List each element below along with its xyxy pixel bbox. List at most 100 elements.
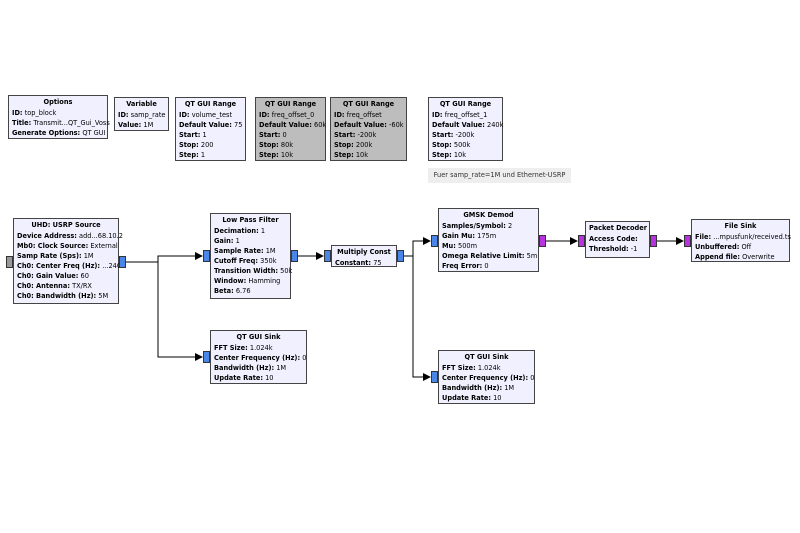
param-key: ID:: [259, 111, 270, 119]
block-param: Value: 1M: [118, 120, 165, 130]
param-value: ...24G: [102, 262, 122, 270]
param-value: freq_offset: [346, 111, 382, 119]
block-param: Samp Rate (Sps): 1M: [17, 251, 115, 261]
param-value: 1M: [143, 121, 154, 129]
block-param: Center Frequency (Hz): 0: [214, 353, 307, 363]
file-sink-input-port[interactable]: [684, 235, 691, 247]
comment-note[interactable]: Fuer samp_rate=1M und Ethernet-USRP: [428, 168, 571, 183]
param-value: 1.024k: [477, 364, 501, 372]
param-key: Samp Rate (Sps):: [17, 252, 82, 260]
param-value: 0: [484, 262, 489, 270]
param-key: Bandwidth (Hz):: [442, 384, 503, 392]
param-key: Step:: [259, 151, 279, 159]
param-key: Device Address:: [17, 232, 77, 240]
multiply-output-port[interactable]: [397, 250, 404, 262]
block-param: Freq Error: 0: [442, 261, 535, 271]
lpf-input-port[interactable]: [203, 250, 210, 262]
block-param: Window: Hamming: [214, 276, 287, 286]
qt-gui-sink-input-port[interactable]: [203, 351, 210, 363]
multiply-input-port[interactable]: [324, 250, 331, 262]
param-key: Update Rate:: [442, 394, 491, 402]
block-param: Ch0: Antenna: TX/RX: [17, 281, 115, 291]
block-param: ID: top_block: [12, 108, 104, 118]
param-value: 350k: [260, 257, 277, 265]
param-key: Stop:: [179, 141, 199, 149]
block-param: Generate Options: QT GUI: [12, 128, 106, 138]
block-param: Sample Rate: 1M: [214, 246, 287, 256]
block-param: Default Value: 240k: [432, 120, 503, 130]
param-value: 500k: [453, 141, 471, 149]
param-key: Access Code:: [589, 235, 638, 243]
param-key: Gain:: [214, 237, 234, 245]
param-key: ID:: [334, 111, 345, 119]
connection-usrp-to-qt-gui-sink: [157, 262, 203, 361]
block-param: Access Code:: [589, 234, 646, 244]
block-param: Cutoff Freq: 350k: [214, 256, 287, 266]
param-value: 0: [282, 131, 287, 139]
param-value: Hamming: [248, 277, 281, 285]
packet-decoder-output-port[interactable]: [650, 235, 657, 247]
block-param: ID: volume_test: [179, 110, 242, 120]
packet-decoder-input-port[interactable]: [578, 235, 585, 247]
block-title: QT GUI Sink: [464, 353, 509, 361]
param-key: Title:: [12, 119, 32, 127]
block-title: Options: [43, 98, 73, 106]
block-param: Step: 10k: [334, 150, 403, 160]
block-title: QT GUI Range: [184, 100, 237, 108]
qt-gui-sink-input-port[interactable]: [431, 371, 438, 383]
param-key: Center Frequency (Hz):: [214, 354, 301, 362]
param-key: Stop:: [334, 141, 354, 149]
lpf-output-port[interactable]: [291, 250, 298, 262]
param-value: 60: [80, 272, 89, 280]
block-param: Bandwidth (Hz): 1M: [442, 383, 531, 393]
param-value: 0: [302, 354, 307, 362]
block-param: Default Value: -60k: [334, 120, 404, 130]
gmsk-input-port[interactable]: [431, 235, 438, 247]
block-title: Low Pass Filter: [222, 216, 279, 224]
block-param: Beta: 6.76: [214, 286, 287, 296]
param-key: Step:: [432, 151, 452, 159]
block-param: Stop: 200k: [334, 140, 403, 150]
block-param: ID: freq_offset: [334, 110, 403, 120]
block-param: Append file: Overwrite: [695, 252, 786, 262]
param-value: -1: [630, 245, 638, 253]
param-value: 5m: [526, 252, 538, 260]
gmsk-output-port[interactable]: [539, 235, 546, 247]
block-param: ID: freq_offset_0: [259, 110, 322, 120]
param-key: Default Value:: [259, 121, 312, 129]
param-key: Start:: [334, 131, 356, 139]
param-key: Decimation:: [214, 227, 259, 235]
block-title: File Sink: [724, 222, 757, 230]
usrp-command-input-port[interactable]: [6, 256, 13, 268]
param-key: Unbuffered:: [695, 243, 740, 251]
param-value: 200: [200, 141, 214, 149]
block-param: Start: -200k: [334, 130, 403, 140]
param-key: Update Rate:: [214, 374, 263, 382]
param-key: Ch0: Gain Value:: [17, 272, 79, 280]
param-key: FFT Size:: [442, 364, 476, 372]
param-value: 1: [235, 237, 240, 245]
param-value: 1M: [276, 364, 287, 372]
param-value: samp_rate: [130, 111, 166, 119]
block-param: ID: freq_offset_1: [432, 110, 499, 120]
connection-multiply-to-gmsk: [404, 237, 431, 257]
usrp-output-port[interactable]: [119, 256, 126, 268]
block-param: Unbuffered: Off: [695, 242, 786, 252]
param-value: 2: [508, 222, 513, 230]
connection-usrp-to-lpf: [126, 252, 203, 263]
